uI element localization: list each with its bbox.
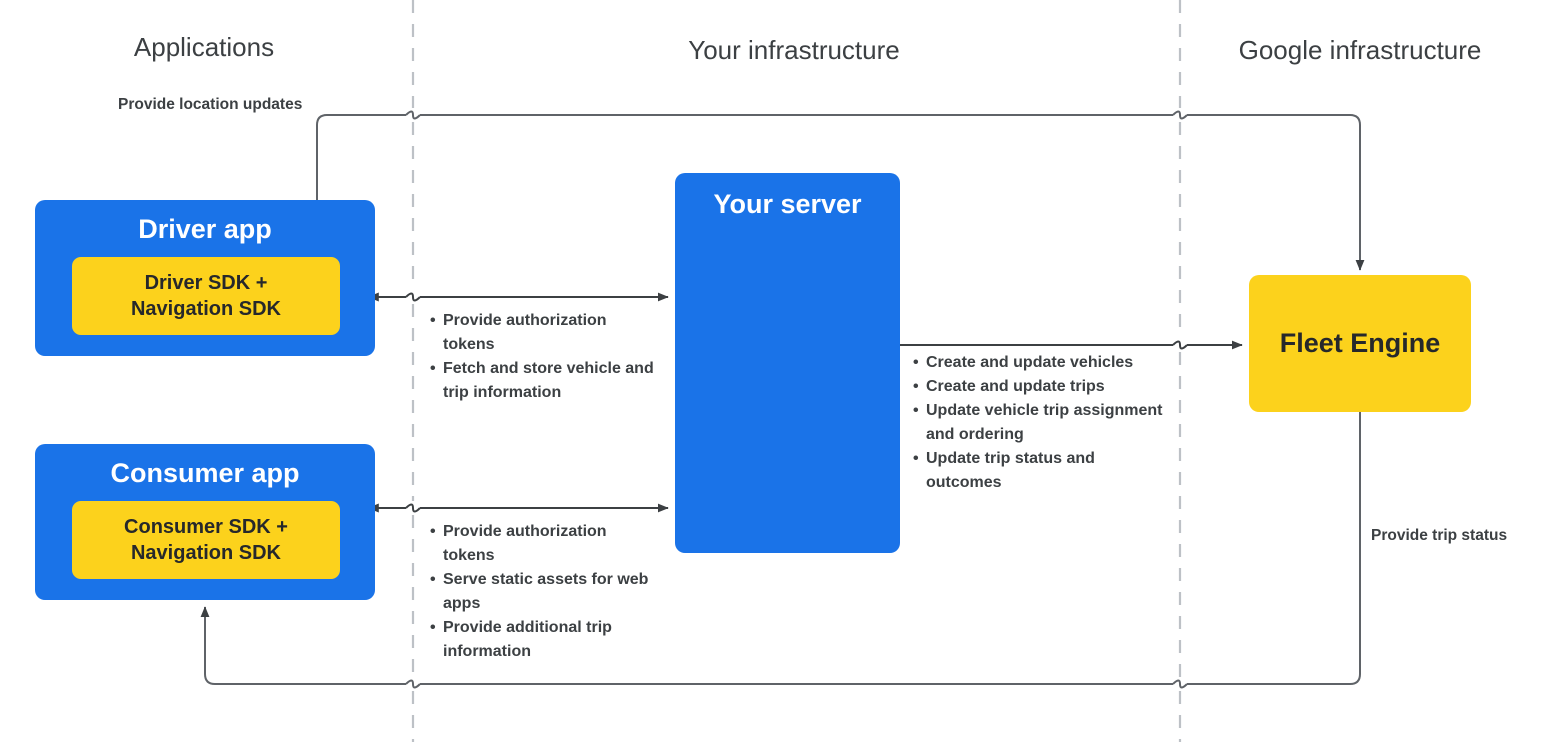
zone-header-google-infrastructure: Google infrastructure: [1238, 35, 1482, 65]
edge-driver-server: [367, 292, 669, 302]
zone-header-your-infrastructure: Your infrastructure: [688, 35, 900, 65]
list-item: Create and update vehicles: [913, 351, 1163, 375]
node-driver-app[interactable]: Driver app Driver SDK +Navigation SDK: [35, 200, 375, 356]
driver-to-server-items: Provide authorization tokens Fetch and s…: [430, 309, 655, 405]
driver-app-title: Driver app: [138, 214, 272, 244]
edge-server-fleet-engine: [900, 340, 1243, 350]
edge-trip-status: [200, 412, 1361, 689]
node-consumer-app[interactable]: Consumer app Consumer SDK +Navigation SD…: [35, 444, 375, 600]
list-driver-to-server: Provide authorization tokens Fetch and s…: [430, 309, 655, 405]
zone-header-applications: Applications: [133, 32, 275, 62]
label-provide-location-updates: Provide location updates: [118, 96, 303, 113]
list-item: Update vehicle trip assignment and order…: [913, 399, 1163, 447]
consumer-to-server-items: Provide authorization tokens Serve stati…: [430, 520, 655, 664]
list-item: Provide authorization tokens: [430, 520, 655, 568]
list-item: Fetch and store vehicle and trip informa…: [430, 357, 655, 405]
consumer-app-title: Consumer app: [110, 458, 300, 488]
list-item: Provide authorization tokens: [430, 309, 655, 357]
list-item: Provide additional trip information: [430, 616, 655, 664]
list-server-to-fleet-engine: Create and update vehicles Create and up…: [913, 351, 1163, 495]
your-server-title: Your server: [713, 189, 862, 219]
list-consumer-to-server: Provide authorization tokens Serve stati…: [430, 520, 655, 664]
driver-sdk-box[interactable]: Driver SDK +Navigation SDK: [72, 257, 340, 335]
edge-location-updates: [316, 110, 1365, 271]
label-provide-trip-status: Provide trip status: [1371, 527, 1508, 544]
edge-consumer-server: [367, 503, 669, 513]
list-item: Update trip status and outcomes: [913, 447, 1163, 495]
fleet-engine-title: Fleet Engine: [1279, 328, 1441, 358]
list-item: Create and update trips: [913, 375, 1163, 399]
node-fleet-engine[interactable]: Fleet Engine: [1249, 275, 1471, 412]
list-item: Serve static assets for web apps: [430, 568, 655, 616]
node-your-server[interactable]: Your server: [675, 173, 900, 553]
consumer-sdk-box[interactable]: Consumer SDK +Navigation SDK: [72, 501, 340, 579]
server-to-fleet-engine-items: Create and update vehicles Create and up…: [913, 351, 1163, 495]
